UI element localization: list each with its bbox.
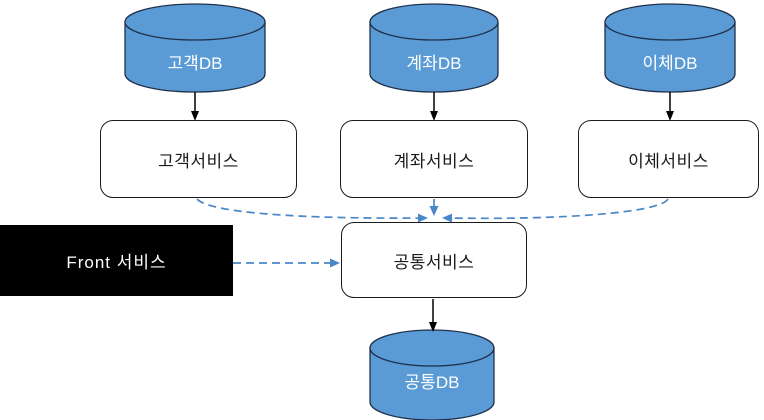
transfer-db-cylinder	[604, 3, 736, 93]
front-service-label: Front 서비스	[66, 253, 167, 272]
service-box-transfer[interactable]: 이체서비스	[578, 120, 759, 198]
service-label-customer: 고객서비스	[158, 151, 239, 171]
connector-customer-service-to-common	[196, 198, 428, 223]
service-label-account: 계좌서비스	[393, 151, 475, 171]
service-box-common[interactable]: 공통서비스	[341, 222, 527, 298]
service-box-customer[interactable]: 고객서비스	[100, 120, 297, 198]
account-db-cylinder	[369, 3, 499, 93]
service-box-account[interactable]: 계좌서비스	[340, 120, 528, 198]
service-label-common: 공통서비스	[393, 252, 475, 272]
front-service-box[interactable]: Front 서비스	[0, 225, 233, 296]
connector-transfer-service-to-common	[442, 198, 669, 223]
service-label-transfer: 이체서비스	[628, 151, 709, 171]
customer-db-cylinder	[124, 3, 266, 93]
common-db-cylinder	[369, 329, 495, 420]
